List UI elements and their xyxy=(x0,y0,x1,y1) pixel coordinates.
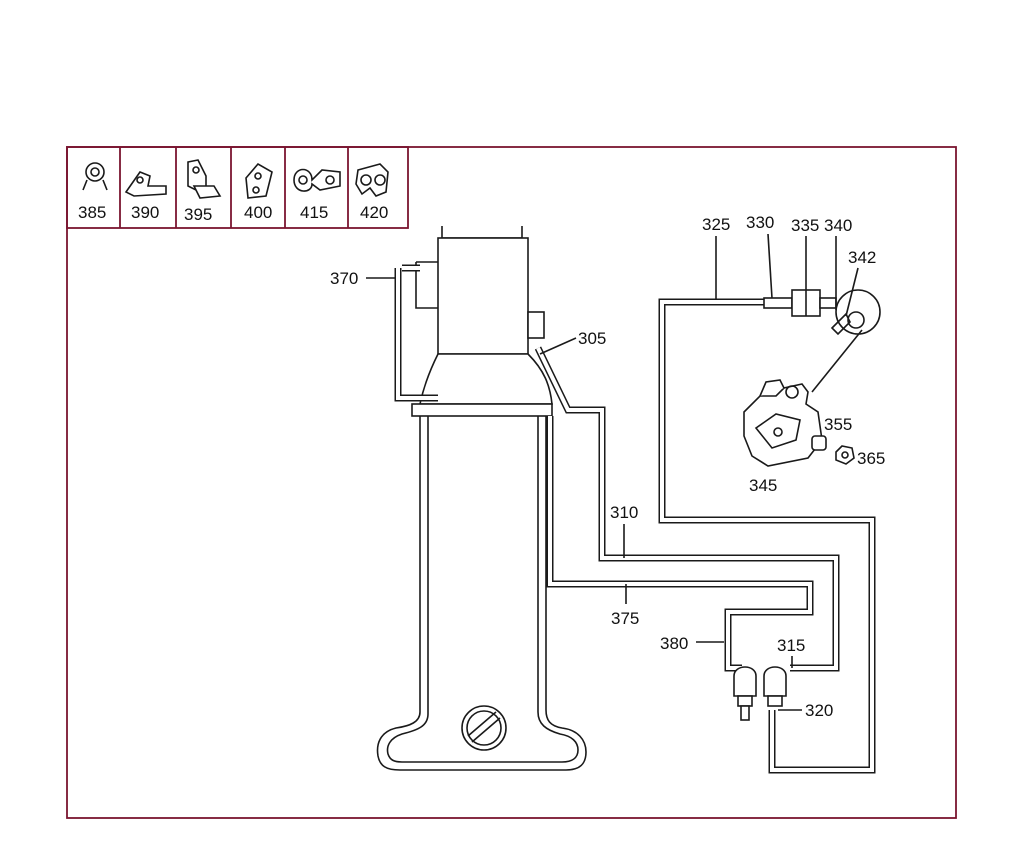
door-lock-actuator xyxy=(743,379,855,467)
callout-340: 340 xyxy=(824,216,852,235)
mounting-bracket-icon xyxy=(187,159,222,199)
legend-label-415: 415 xyxy=(300,203,328,222)
callout-315: 315 xyxy=(777,636,805,655)
callout-380: 380 xyxy=(660,634,688,653)
check-valves xyxy=(733,666,787,721)
callout-leaders xyxy=(366,233,863,711)
callout-375: 375 xyxy=(611,609,639,628)
clip-holder-icon xyxy=(355,163,389,197)
double-clip-icon xyxy=(293,168,341,192)
legend-label-385: 385 xyxy=(78,203,106,222)
legend-label-395: 395 xyxy=(184,205,212,224)
callout-365: 365 xyxy=(857,449,885,468)
callout-342: 342 xyxy=(848,248,876,267)
intake-duct xyxy=(376,416,587,771)
callout-305: 305 xyxy=(578,329,606,348)
hose-clamp-icon xyxy=(82,162,108,191)
legend-label-420: 420 xyxy=(360,203,388,222)
bent-bracket-icon xyxy=(124,171,167,197)
callout-335: 335 xyxy=(791,216,819,235)
diagram-frame xyxy=(66,146,957,819)
plate-bracket-icon xyxy=(245,162,273,199)
callout-370: 370 xyxy=(330,269,358,288)
callout-330: 330 xyxy=(746,213,774,232)
vacuum-element xyxy=(763,289,881,336)
callout-345: 345 xyxy=(749,476,777,495)
callout-355: 355 xyxy=(824,415,852,434)
callout-325: 325 xyxy=(702,215,730,234)
legend-label-400: 400 xyxy=(244,203,272,222)
vacuum-lines xyxy=(394,264,876,774)
parts-legend: 385 390 395 400 415 420 xyxy=(66,146,409,229)
callout-310: 310 xyxy=(610,503,638,522)
callout-320: 320 xyxy=(805,701,833,720)
legend-label-390: 390 xyxy=(131,203,159,222)
air-filter-housing xyxy=(411,226,553,417)
